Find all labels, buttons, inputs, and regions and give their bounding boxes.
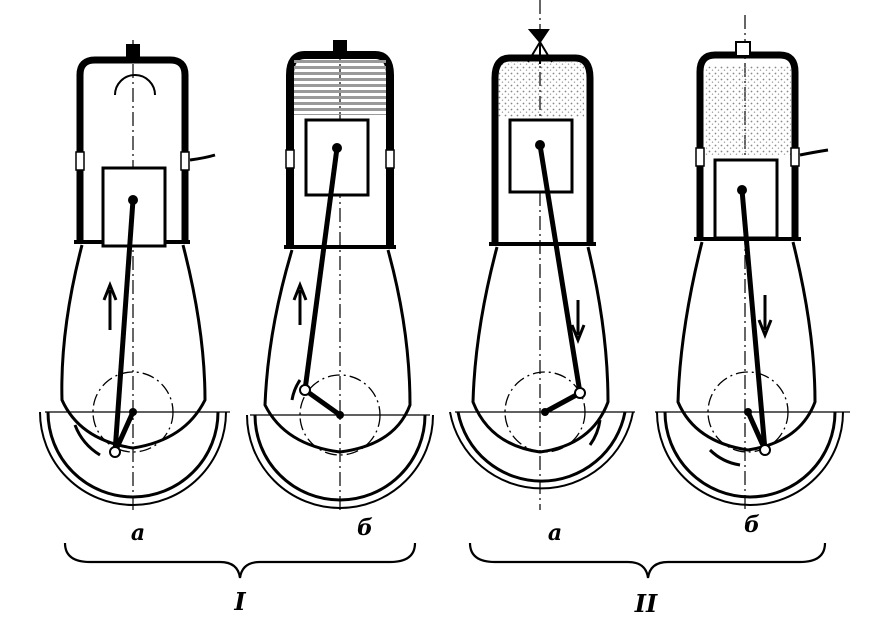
- crankcase-bottom-outer: [39, 411, 227, 506]
- crank-center: [336, 411, 344, 419]
- spark-plug: [126, 44, 140, 60]
- port-left: [75, 151, 85, 171]
- engine-I-b: [246, 40, 434, 510]
- rotation-arrow-icon: [290, 379, 302, 401]
- piston: [304, 118, 370, 197]
- engine-label-II-b: б: [744, 512, 760, 538]
- crankcase-bottom-outer: [656, 411, 844, 506]
- spark-plug: [735, 41, 751, 57]
- port-left: [285, 149, 295, 169]
- crankcase-bottom-outer: [246, 414, 434, 509]
- crank-pin: [574, 387, 586, 399]
- port-left: [695, 147, 705, 167]
- crank-arm: [745, 410, 768, 452]
- wrist-pin: [535, 140, 545, 150]
- cylinder-fill: [498, 62, 584, 117]
- engine-label-I-a: а: [131, 520, 145, 546]
- up-arrow-icon: [102, 280, 118, 330]
- connecting-rod: [537, 144, 583, 394]
- brace-I: [63, 542, 417, 579]
- crankcase-bottom: [46, 411, 220, 499]
- connecting-rod: [739, 189, 768, 451]
- wrist-pin: [128, 195, 138, 205]
- connecting-rod: [112, 199, 136, 453]
- crankcase: [60, 244, 207, 450]
- brace-II: [468, 542, 827, 579]
- spark-plug: [333, 40, 347, 56]
- group-label-I: I: [233, 587, 246, 616]
- engine-label-II-a: а: [548, 520, 562, 546]
- engine-II-a: [449, 0, 635, 510]
- crank-center: [541, 408, 549, 416]
- injector-icon: [527, 29, 553, 64]
- crank-arm: [112, 410, 136, 454]
- up-arrow-icon: [292, 280, 308, 325]
- down-arrow-icon: [757, 295, 773, 340]
- crank-center: [744, 408, 752, 416]
- crank-pin: [759, 444, 771, 456]
- connecting-rod: [302, 147, 340, 391]
- crank-circle: [707, 371, 789, 453]
- port-right: [790, 147, 800, 167]
- group-label-II: II: [634, 589, 658, 618]
- engine-label-I-b: б: [357, 515, 373, 541]
- wrist-pin: [737, 185, 747, 195]
- cylinder-fill: [705, 65, 791, 155]
- crankcase-bottom: [456, 411, 627, 483]
- crankcase-bottom-outer: [449, 411, 634, 490]
- crank-pin: [109, 446, 121, 458]
- crank-circle: [299, 374, 381, 456]
- engine-I-a: [39, 40, 230, 510]
- port-right: [385, 149, 395, 169]
- rotation-arrow-icon: [708, 448, 741, 467]
- crank-pin: [299, 384, 311, 396]
- port-arrow-icon: [189, 153, 216, 162]
- port-arrow-icon: [799, 148, 829, 157]
- crankcase-bottom: [253, 414, 427, 502]
- engine-II-b: [655, 15, 850, 510]
- crank-arm: [303, 387, 342, 418]
- port-right: [180, 151, 190, 171]
- crank-circle: [504, 371, 586, 453]
- swirl-arrow-icon: [114, 74, 156, 96]
- crankcase: [263, 249, 412, 454]
- combustion-hatch: [294, 60, 386, 115]
- crankcase: [676, 241, 817, 452]
- rotation-arrow-icon: [588, 419, 602, 446]
- crank-arm: [543, 390, 582, 415]
- crank-circle: [92, 371, 174, 453]
- cylinder-wall: [491, 54, 594, 242]
- crank-center: [129, 408, 137, 416]
- crankcase-bottom: [663, 411, 837, 499]
- wrist-pin: [332, 143, 342, 153]
- rotation-arrow-icon: [73, 424, 101, 457]
- down-arrow-icon: [570, 300, 586, 345]
